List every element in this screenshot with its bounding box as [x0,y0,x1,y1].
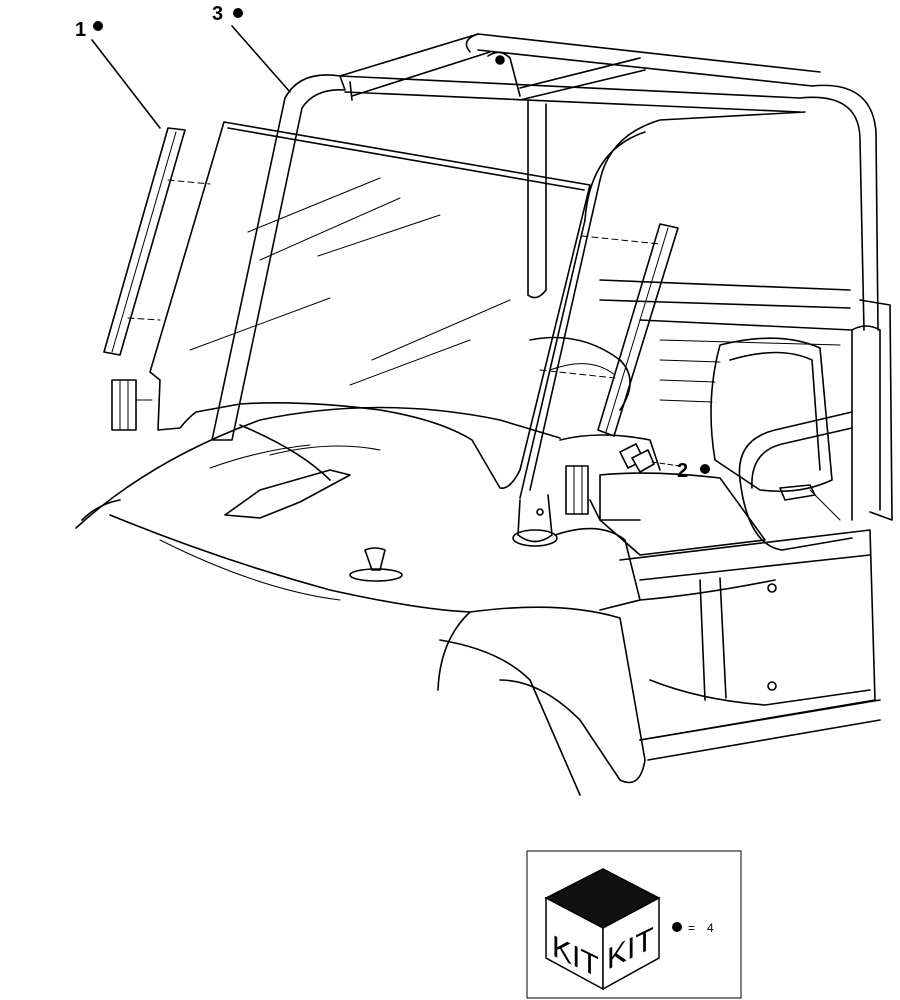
kit-legend: KIT KIT = 4 [526,850,742,999]
clip-right [565,465,589,515]
callout-2-label: 2 [677,460,688,482]
callout-2-dot [700,464,710,474]
kit-legend-count: 4 [707,921,714,935]
kit-legend-equals: = [688,921,695,935]
trim-strip-left [103,127,211,356]
clip-small [619,443,681,473]
callout-1-label: 1 [75,19,86,41]
callout-1-dot [93,21,103,31]
callout-3-leader [231,25,291,93]
kit-legend-dot [672,922,682,932]
hood [75,406,646,796]
kit-box-icon: KIT KIT [544,868,661,991]
callout-3: 3 [212,3,291,93]
callout-1: 1 [75,19,161,129]
callout-2: 2 [677,460,710,482]
trim-strip-right [539,223,679,437]
rops-frame [211,33,881,547]
callout-3-dot [233,8,243,18]
callout-3-label: 3 [212,3,223,25]
kit-box-right-face [602,896,660,991]
callout-1-leader [91,39,161,129]
seat-area [529,279,893,761]
windshield [149,121,591,489]
clip-left [111,379,153,431]
